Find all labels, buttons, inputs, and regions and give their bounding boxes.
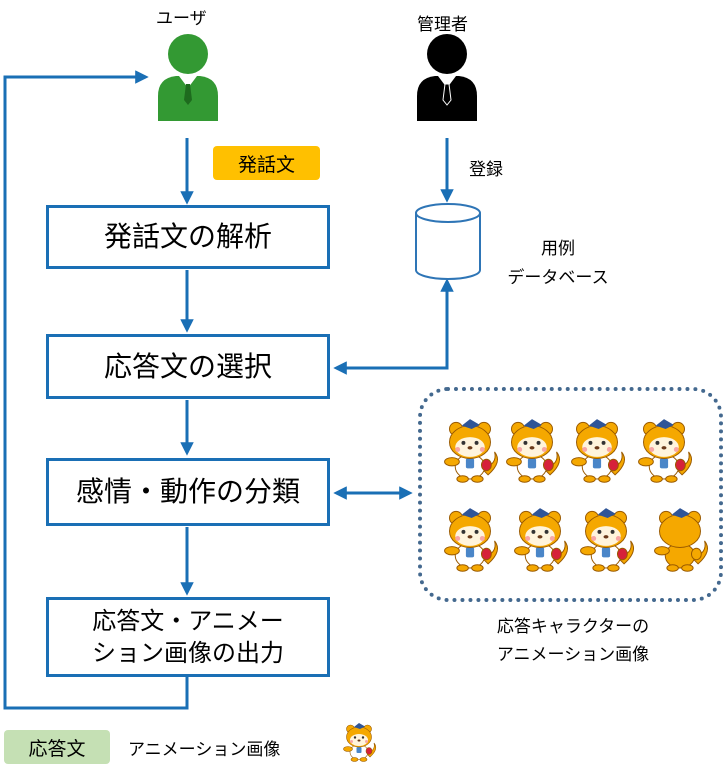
- step-classify-emotion: 感情・動作の分類: [46, 458, 330, 526]
- step-output-line1: 応答文・アニメー: [92, 606, 284, 635]
- mascot-character-3: [571, 419, 626, 483]
- admin-label: 管理者: [417, 15, 468, 35]
- step-parse-utterance: 発話文の解析: [46, 205, 330, 269]
- database-label-line1: 用例: [541, 239, 575, 259]
- mascot-character-2: [506, 419, 561, 483]
- mascot-character-5: [444, 508, 499, 572]
- mascot-character-7: [580, 508, 635, 572]
- response-tag: 応答文: [4, 730, 110, 764]
- step-classify-text: 感情・動作の分類: [75, 475, 300, 509]
- arrow-feedback-loop: [3, 70, 189, 710]
- character-caption-line1: 応答キャラクターの: [496, 617, 650, 637]
- step-output: 応答文・アニメー ション画像の出力: [46, 597, 330, 677]
- user-person-icon: [158, 34, 218, 121]
- mascot-character-1: [444, 419, 499, 483]
- legend-animation-label: アニメーション画像: [128, 740, 281, 760]
- step-parse-text: 発話文の解析: [103, 220, 272, 254]
- character-group-frame: [418, 387, 723, 602]
- database-label: 用例 データベース: [488, 234, 628, 288]
- legend-mascot-icon: [343, 723, 377, 762]
- step-select-response: 応答文の選択: [46, 334, 330, 399]
- register-label: 登録: [469, 160, 503, 180]
- admin-person-icon: [417, 34, 477, 121]
- arrow-db-select: [333, 278, 454, 375]
- database-label-line2: データベース: [507, 268, 609, 288]
- step-output-line2: ション画像の出力: [92, 639, 284, 667]
- step-select-text: 応答文の選択: [103, 349, 272, 383]
- character-caption-line2: アニメーション画像: [496, 645, 650, 665]
- character-caption: 応答キャラクターの アニメーション画像: [453, 612, 693, 665]
- mascot-character-4: [638, 419, 693, 483]
- database-cylinder-icon: [415, 203, 481, 280]
- character-images: [444, 419, 709, 572]
- mascot-character-0: [343, 723, 377, 762]
- utterance-tag: 発話文: [213, 146, 320, 180]
- mascot-character-6: [514, 508, 569, 572]
- step-output-text: 応答文・アニメー ション画像の出力: [92, 605, 284, 670]
- mascot-character-8: [654, 508, 709, 572]
- user-label: ユーザ: [156, 9, 207, 29]
